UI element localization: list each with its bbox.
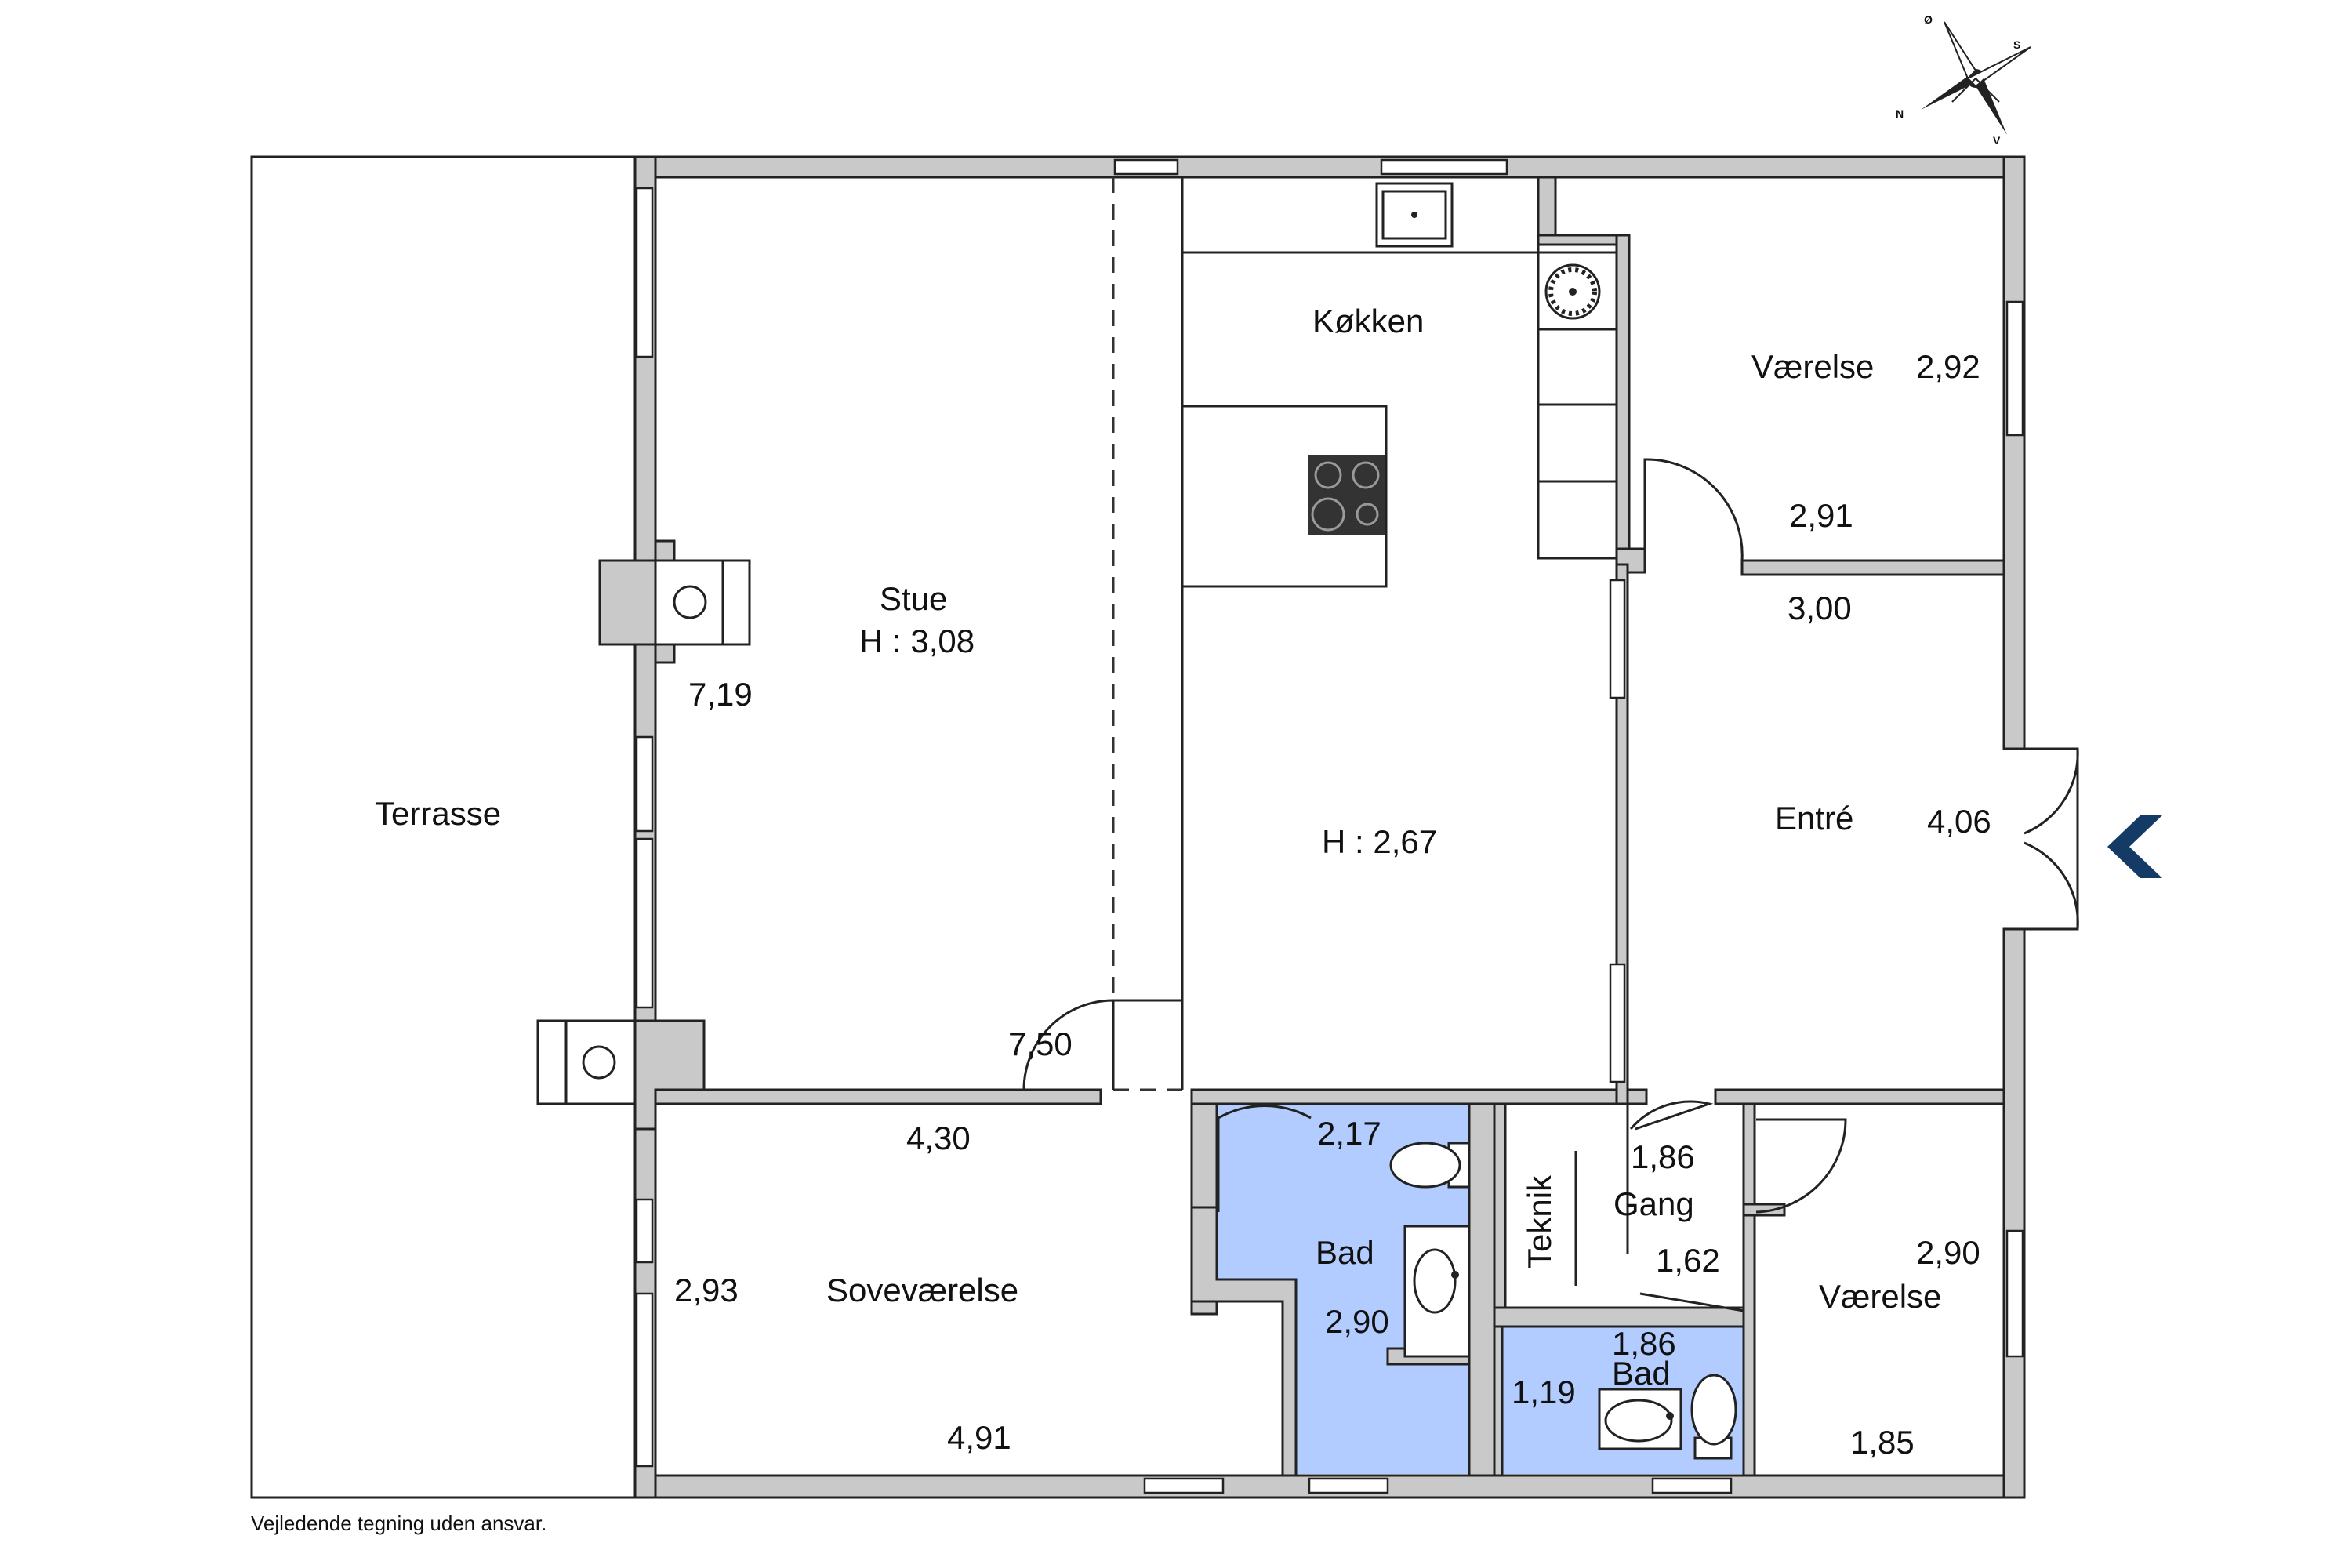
dim-bad-small-a: 1,86 — [1612, 1325, 1676, 1362]
dim-sove-b: 2,93 — [674, 1272, 739, 1308]
toilet-icon-2 — [1690, 1374, 1737, 1460]
room-label-vaerelse-bottom: Værelse — [1819, 1278, 1941, 1315]
room-height-stue: H : 3,08 — [859, 622, 975, 659]
room-label-bad-main: Bad — [1316, 1234, 1374, 1271]
toilet-icon — [1389, 1142, 1471, 1189]
stove-icon-2 — [536, 1019, 637, 1105]
room-label-gang: Gang — [1613, 1185, 1694, 1222]
room-label-stue: Stue — [880, 580, 947, 617]
room-label-teknik: Teknik — [1521, 1174, 1558, 1269]
dim-entre-l: 4,06 — [1927, 803, 1991, 840]
kitchen-fixtures — [1181, 176, 1618, 588]
dim-vaerelse-bottom-a: 2,90 — [1916, 1234, 1980, 1271]
dim-stue-w: 7,19 — [688, 676, 753, 713]
room-label-vaerelse-top: Værelse — [1751, 348, 1874, 385]
bathroom-main-floor — [1217, 1104, 1469, 1474]
windows — [635, 158, 2024, 1494]
compass-o-label: Ø — [1924, 13, 1933, 26]
dim-sove-a: 4,30 — [906, 1120, 971, 1156]
doors — [1022, 458, 2079, 1312]
compass-v-label: V — [1993, 134, 2001, 147]
disclaimer-text: Vejledende tegning uden ansvar. — [251, 1512, 546, 1535]
room-label-bad-small: Bad — [1612, 1355, 1671, 1392]
room-label-terrasse: Terrasse — [375, 795, 501, 832]
compass-n-label: N — [1896, 107, 1904, 120]
room-label-sovevaerelse: Soveværelse — [826, 1272, 1018, 1308]
sink-icon — [1403, 1225, 1471, 1358]
dim-vaerelse-top-w: 2,92 — [1916, 348, 1980, 385]
dim-stue-l: 7,50 — [1008, 1025, 1073, 1062]
dim-vaerelse-bottom-b: 1,85 — [1850, 1424, 1915, 1461]
dim-gang-b: 1,62 — [1656, 1242, 1720, 1279]
dim-vaerelse-top-l: 2,91 — [1789, 497, 1853, 534]
room-height-koekken: H : 2,67 — [1322, 823, 1437, 860]
dim-bad-a: 2,17 — [1317, 1115, 1381, 1152]
room-label-entre: Entré — [1775, 800, 1853, 837]
entry-arrow-icon — [2107, 815, 2162, 878]
terrace-area — [250, 155, 637, 1499]
room-label-koekken: Køkken — [1312, 303, 1424, 339]
stove-icon — [654, 559, 751, 646]
dim-bad-b: 2,90 — [1325, 1303, 1389, 1340]
walls — [598, 155, 2026, 1499]
compass-s-label: S — [2013, 38, 2020, 51]
range-hood-icon — [1544, 263, 1601, 320]
dim-gang-a: 1,86 — [1631, 1138, 1695, 1175]
dim-entre-w: 3,00 — [1788, 590, 1852, 626]
sink-icon-2 — [1598, 1388, 1682, 1450]
compass-icon — [1921, 21, 2031, 135]
cooktop-icon — [1308, 455, 1385, 535]
dim-sove-c: 4,91 — [947, 1419, 1011, 1456]
dim-bad-small-b: 1,19 — [1512, 1374, 1576, 1410]
